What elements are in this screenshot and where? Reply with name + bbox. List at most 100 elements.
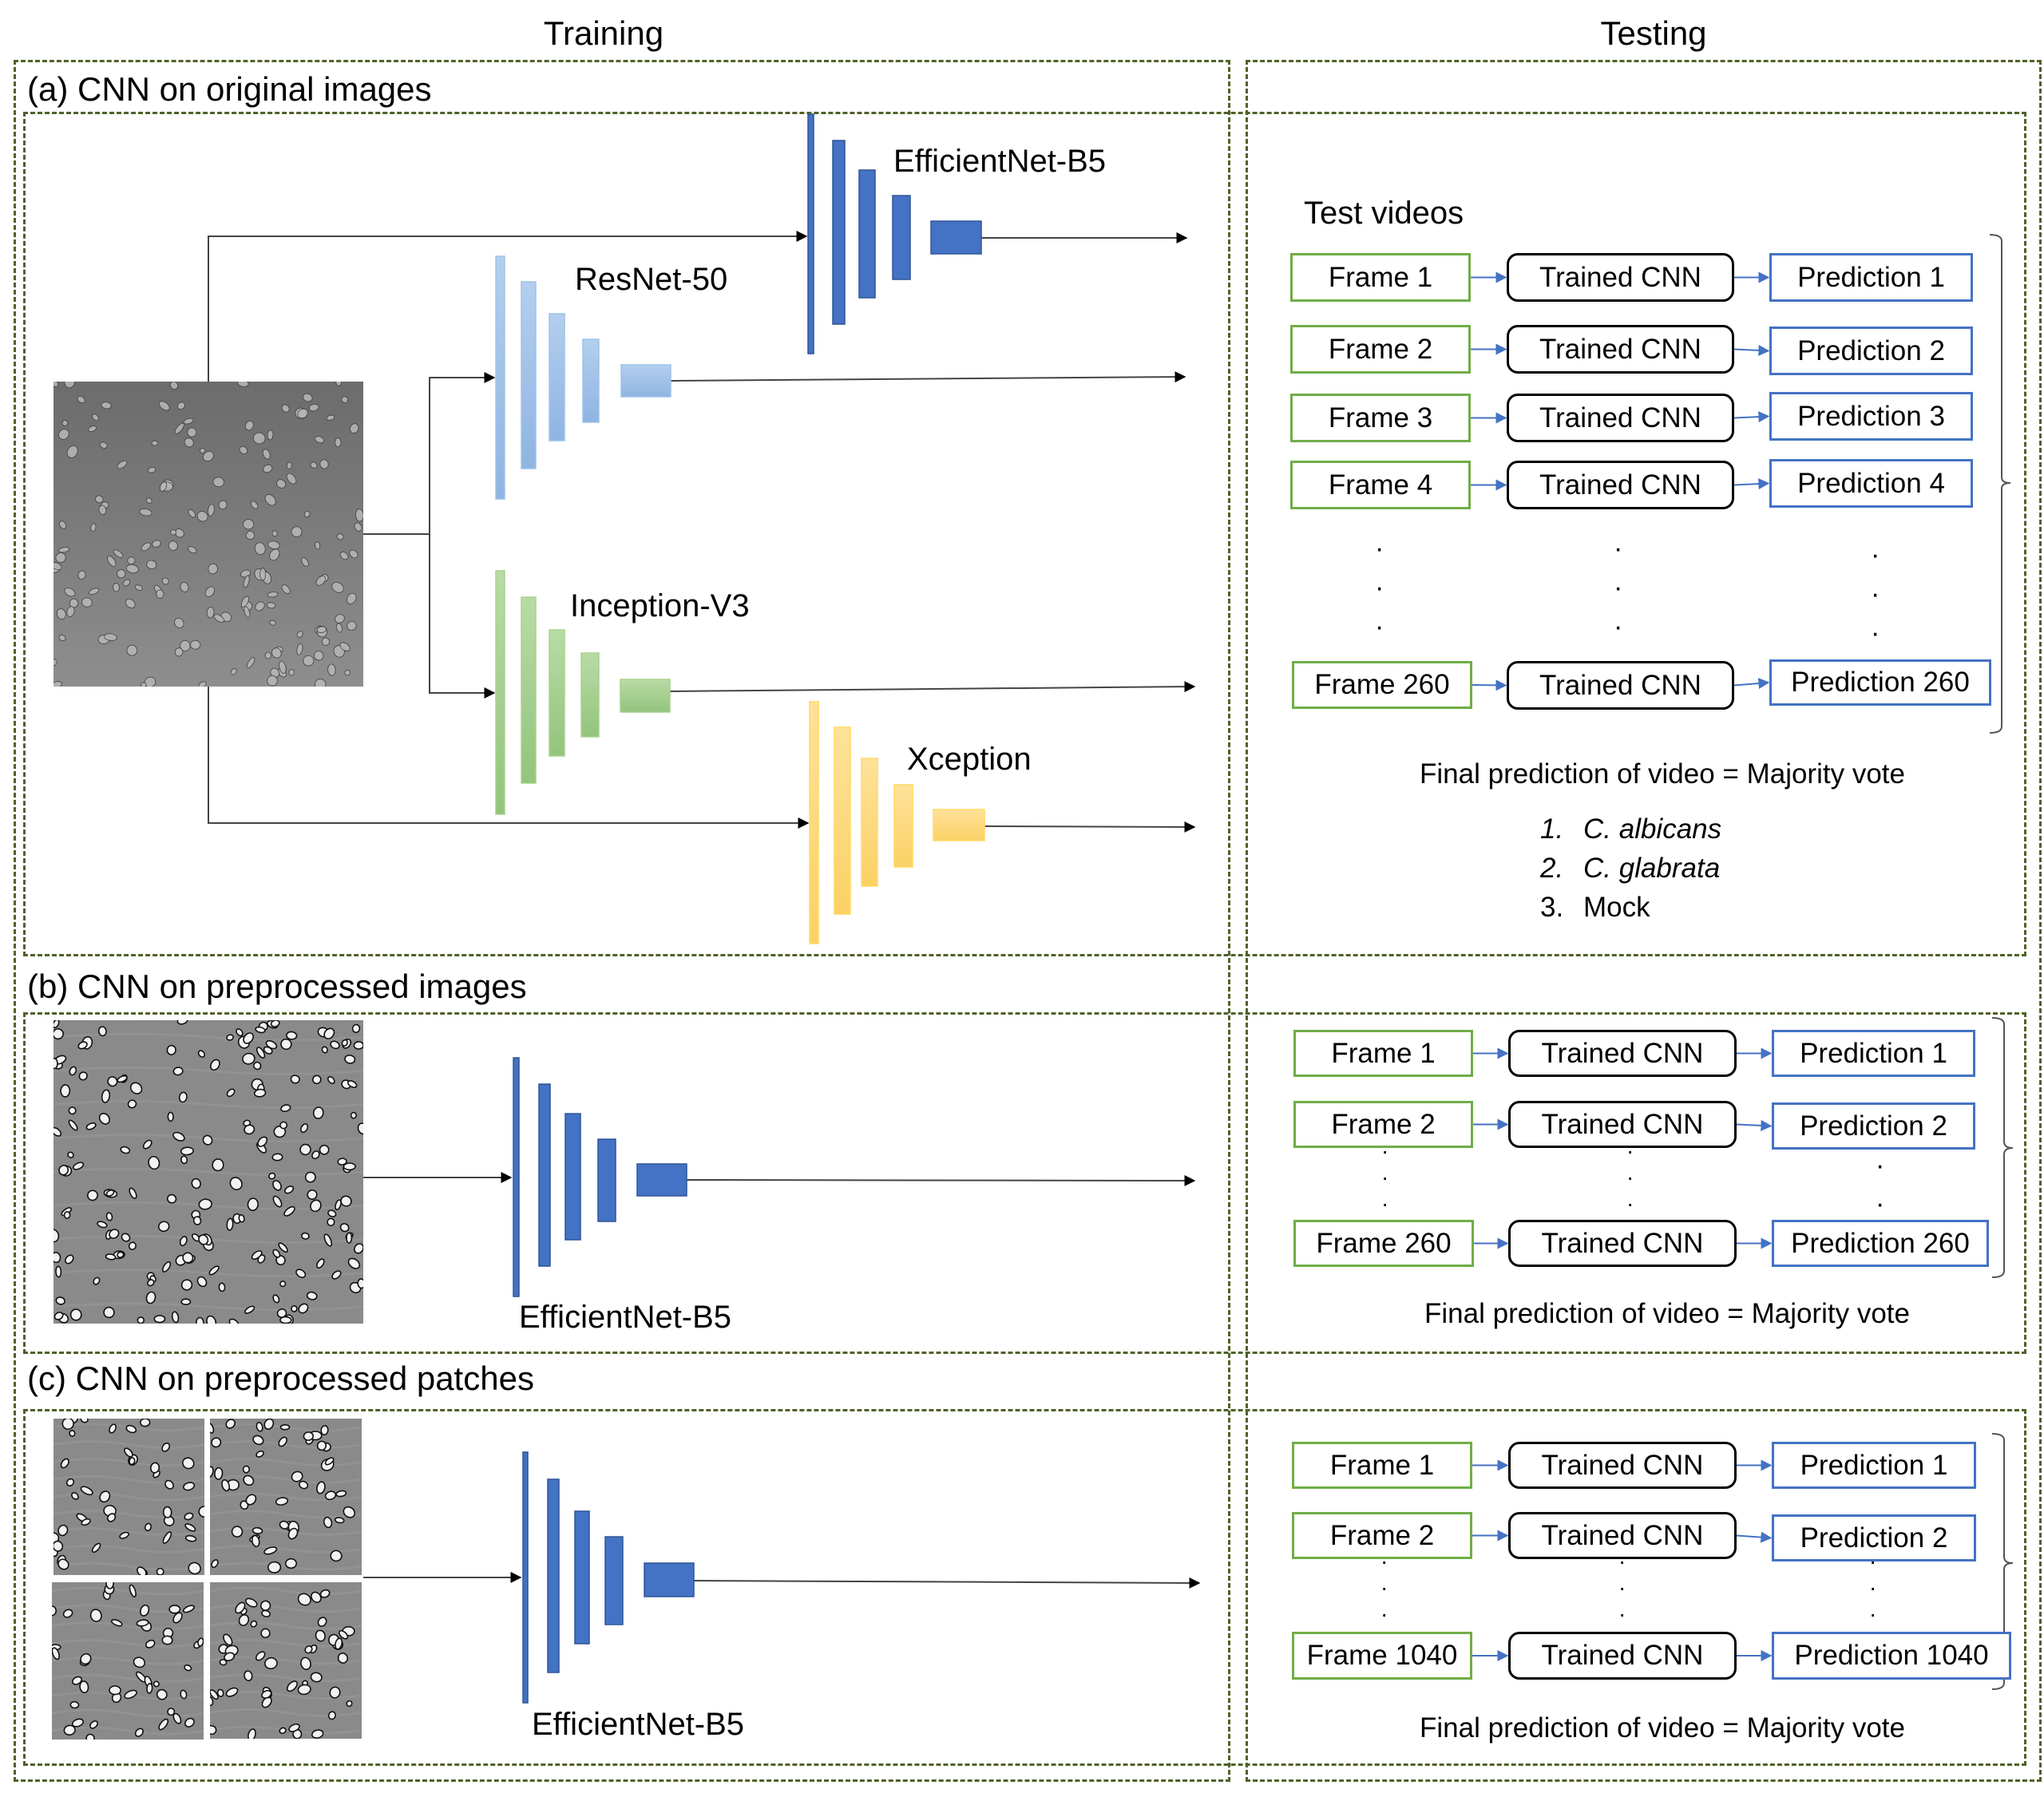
cell [349, 549, 358, 559]
cell [71, 1676, 83, 1685]
cell [184, 1664, 192, 1672]
testing-panel [1246, 60, 2042, 1782]
cell [57, 1524, 69, 1537]
cell [53, 1540, 64, 1552]
cell [53, 382, 59, 387]
cell [288, 1723, 300, 1732]
cell [315, 1258, 325, 1269]
dot: · [1618, 1575, 1626, 1600]
class-number: 1. [1540, 813, 1564, 845]
cell [98, 505, 107, 515]
layer-bar [861, 758, 878, 887]
cell [197, 1637, 204, 1647]
cell [89, 1609, 102, 1622]
cell [287, 1527, 299, 1540]
cell [288, 668, 295, 676]
prediction-box: Prediction 2 [1772, 1514, 1976, 1561]
frame-box: Frame 1 [1293, 1030, 1473, 1077]
cell [347, 1257, 361, 1269]
dot: · [1380, 1575, 1388, 1600]
cell [172, 1067, 184, 1076]
cell [311, 1729, 324, 1739]
cell [313, 650, 324, 661]
majority-vote-text-a: Final prediction of video = Majority vot… [1420, 758, 1905, 790]
cell [206, 1315, 217, 1324]
cell [187, 427, 197, 437]
cell [57, 1558, 69, 1570]
cell [53, 1126, 62, 1137]
cell [357, 1122, 363, 1135]
cell [52, 1605, 57, 1617]
cell [129, 1457, 136, 1466]
test-videos-heading: Test videos [1304, 196, 1464, 231]
cell [89, 1720, 98, 1729]
cell [272, 1294, 280, 1304]
cell [256, 1450, 264, 1458]
xception-label: Xception [907, 742, 1032, 777]
dot: · [1871, 540, 1880, 570]
frame-box: Frame 260 [1292, 661, 1472, 709]
cell [53, 1057, 58, 1070]
cell [145, 1522, 152, 1532]
cell [226, 1217, 234, 1231]
dot: · [1614, 612, 1623, 642]
cell [263, 1546, 278, 1555]
cell [343, 1162, 356, 1171]
cell [337, 1158, 347, 1166]
cell [295, 1269, 307, 1279]
background-ripple [210, 1492, 362, 1502]
cell [316, 1440, 327, 1451]
section-a-box [23, 112, 2026, 956]
cell [341, 1039, 348, 1047]
frame-box: Frame 2 [1290, 325, 1471, 374]
cell [60, 1458, 69, 1469]
cell [244, 1124, 256, 1135]
cell [65, 1254, 74, 1265]
cell [89, 588, 100, 596]
cell [120, 1146, 131, 1154]
patch-bottom-left [52, 1582, 204, 1740]
cell [188, 546, 197, 554]
background-ripple [53, 1474, 204, 1484]
cell [240, 596, 250, 608]
cell [191, 1178, 201, 1189]
cell [196, 511, 208, 522]
cell [262, 449, 271, 460]
cell [341, 396, 349, 404]
cell [235, 1601, 246, 1614]
bracket-c [1991, 1433, 2014, 1690]
dot: · [1626, 1165, 1634, 1189]
cell [327, 1217, 335, 1227]
cell [151, 440, 159, 446]
cell [167, 1708, 176, 1716]
layer-bar [549, 313, 565, 441]
flow-arrow [1736, 1119, 1773, 1131]
cell [71, 1718, 85, 1728]
cell [69, 1700, 80, 1709]
cell [264, 651, 271, 659]
flow-arrow [1736, 1531, 1773, 1543]
cell [170, 529, 177, 536]
cell [161, 1635, 173, 1645]
training-panel [14, 60, 1230, 1782]
frame-box: Frame 3 [1290, 394, 1471, 442]
cell [335, 1199, 342, 1211]
cell [109, 1229, 120, 1239]
dot: · [1869, 1575, 1877, 1600]
cell [344, 669, 351, 676]
cell [264, 493, 276, 506]
cell [72, 1162, 85, 1170]
trained-cnn-box: Trained CNN [1507, 325, 1734, 374]
cell [238, 1614, 250, 1626]
class-item: 3.Mock [1540, 892, 1650, 924]
cell [286, 1680, 298, 1692]
cell [255, 601, 265, 612]
cell [140, 1419, 151, 1427]
testing-column-title: Testing [1600, 14, 1707, 52]
background-ripple [53, 1510, 204, 1519]
trained-cnn-box: Trained CNN [1507, 394, 1734, 442]
layer-bar [564, 1113, 581, 1241]
cell [92, 414, 99, 422]
cell [327, 663, 336, 676]
cell [260, 1628, 271, 1639]
